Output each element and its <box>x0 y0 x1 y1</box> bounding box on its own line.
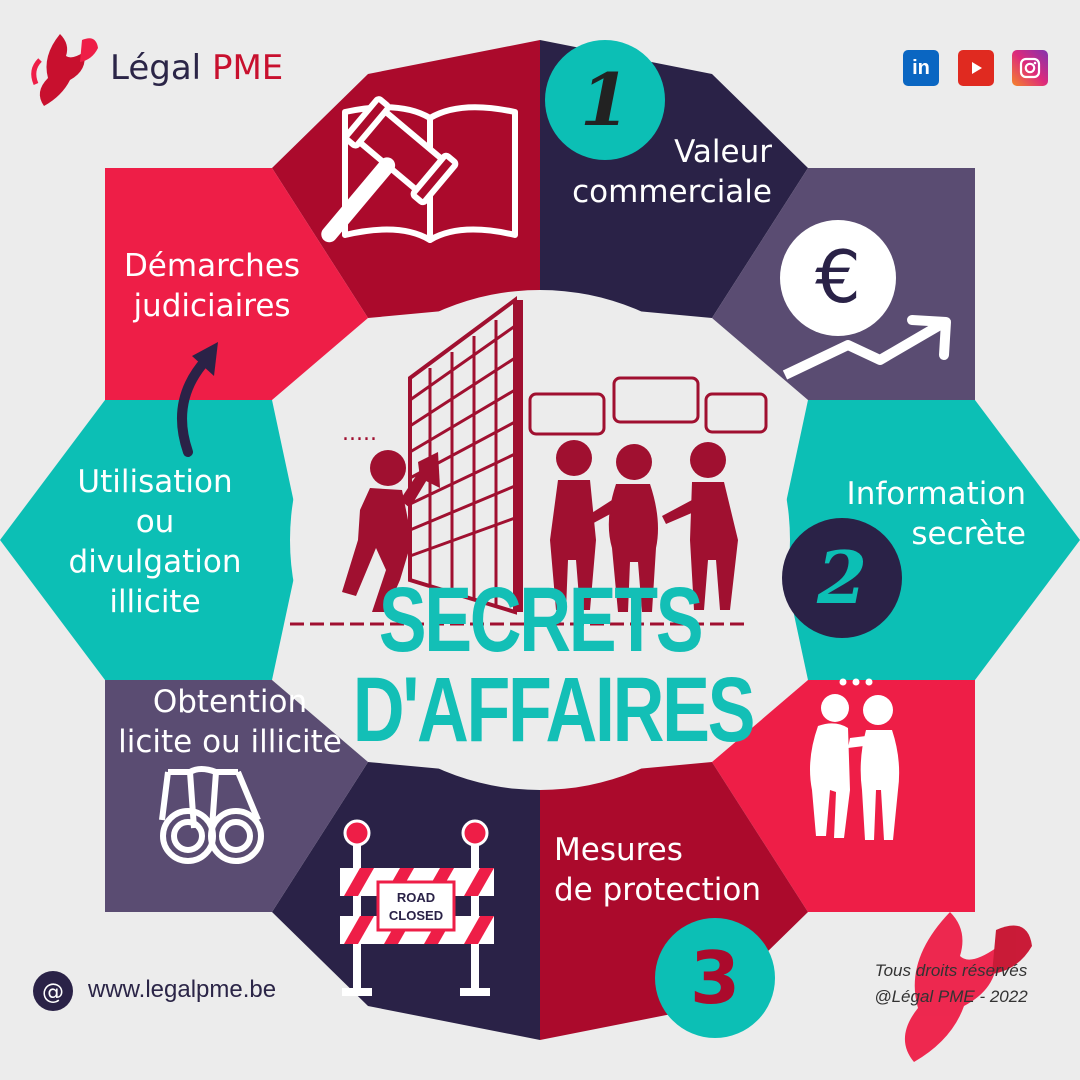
svg-text:€: € <box>815 235 861 319</box>
whisper-icon <box>810 678 900 840</box>
at-icon: @ <box>33 971 73 1011</box>
road-sign-line1: ROAD <box>397 890 435 905</box>
road-sign-line2: CLOSED <box>389 908 443 923</box>
watermark-logo-icon <box>904 912 1032 1062</box>
svg-text:@: @ <box>42 980 64 1005</box>
megaphone-figure: ..... <box>342 421 440 612</box>
page-title: SECRETS D'AFFAIRES <box>352 569 756 761</box>
badge-3 <box>655 918 775 1038</box>
binoculars-icon <box>159 766 264 864</box>
linkedin-icon[interactable]: in <box>903 50 939 86</box>
segment-utilisation <box>0 400 302 680</box>
brand-name: Légal PME <box>110 48 283 88</box>
youtube-icon[interactable] <box>958 50 994 86</box>
brand-name-main: Légal <box>110 48 202 88</box>
label-information: Information secrète <box>846 476 1026 552</box>
label-demarches: Démarches judiciaires <box>123 248 301 324</box>
euro-growth-icon: € <box>780 220 951 380</box>
label-mesures: Mesures de protection <box>554 832 761 908</box>
copyright-notice: Tous droits réservés @Légal PME - 2022 <box>874 961 1028 1006</box>
barricade-icon: ROAD CLOSED <box>340 819 494 996</box>
instagram-icon[interactable] <box>1012 50 1048 86</box>
talking-figures <box>528 376 768 612</box>
svg-text:.....: ..... <box>342 421 377 446</box>
title-line2: D'AFFAIRES <box>352 659 756 761</box>
number-3: 3 <box>689 936 741 1020</box>
badge-1 <box>545 40 665 160</box>
curved-arrow-icon <box>177 342 218 457</box>
segment-demarches <box>105 168 368 400</box>
gavel-icon <box>321 96 518 243</box>
instagram-camera-icon <box>1019 57 1041 79</box>
brand-name-accent: PME <box>211 48 284 88</box>
linkedin-icon-text: in <box>912 56 930 79</box>
website-link[interactable]: www.legalpme.be <box>88 976 277 1003</box>
number-2: 2 <box>816 535 868 620</box>
brand-logo-icon <box>31 34 98 106</box>
label-utilisation: Utilisation ou divulgation illicite <box>68 464 242 620</box>
badge-2 <box>782 518 902 638</box>
label-obtention: Obtention licite ou illicite <box>118 684 342 760</box>
wall-illustration <box>290 296 750 626</box>
youtube-play-icon <box>972 62 982 74</box>
number-1: 1 <box>579 57 631 142</box>
label-valeur: Valeur commerciale <box>572 134 772 210</box>
title-line1: SECRETS <box>378 569 704 671</box>
